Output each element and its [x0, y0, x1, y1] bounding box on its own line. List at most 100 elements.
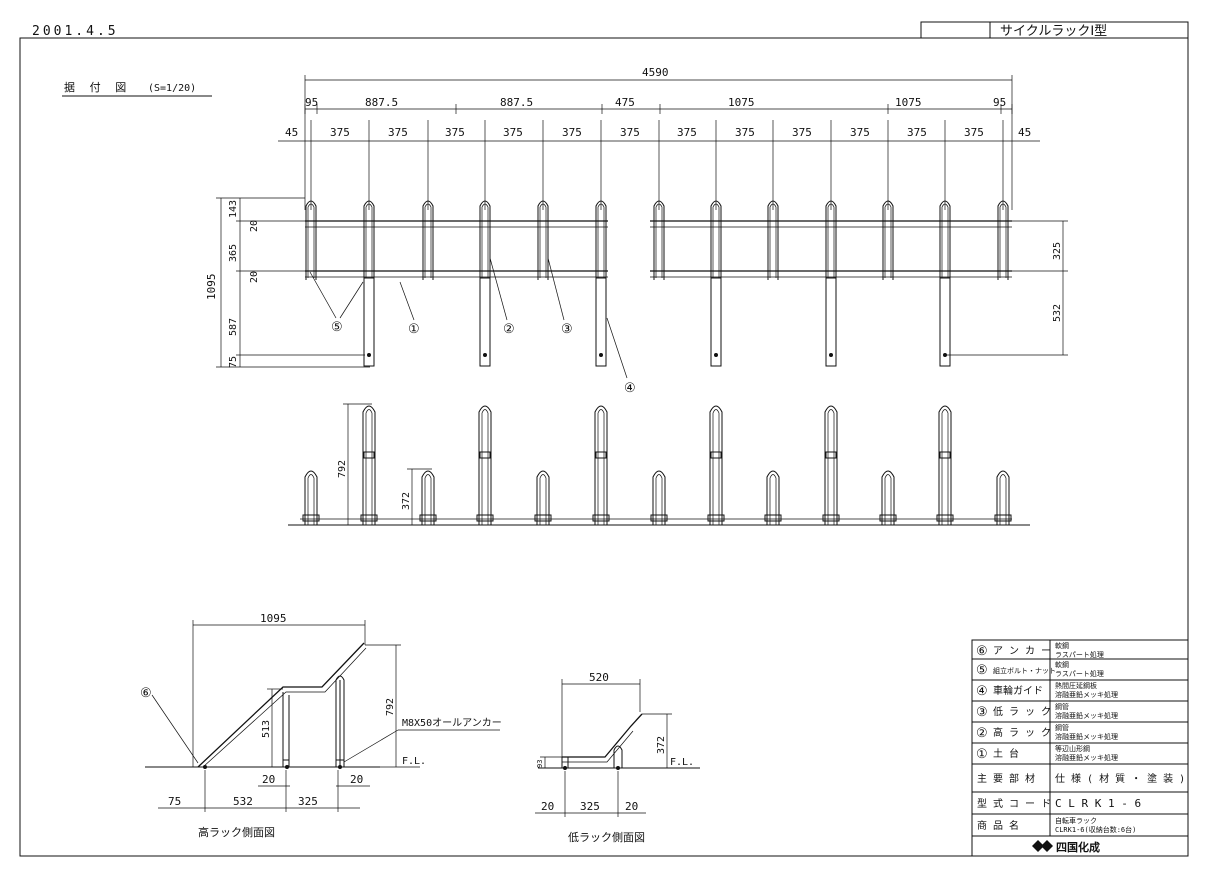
- dim-high-75: 75: [168, 795, 181, 808]
- part-name: 組立ボルト・ナット: [993, 666, 1056, 675]
- dim-low-325: 325: [580, 800, 600, 813]
- company-name: 四国化成: [1056, 840, 1100, 854]
- front-rack-9: [764, 470, 782, 525]
- dim-span-4: 475: [615, 96, 635, 109]
- low-rack-side-view: 520 372 93 F.L. 20 325 20 低ラック側面図: [535, 671, 700, 844]
- dim-left-143: 143: [228, 200, 239, 218]
- dim-span-3: 887.5: [500, 96, 533, 109]
- part-row-4: ③ 低 ラ ッ ク鋼管溶融亜鉛メッキ処理: [976, 702, 1118, 720]
- dim-pitch-1: 45: [285, 126, 298, 139]
- plan-label: 据 付 図: [64, 80, 130, 94]
- dim-high-513: 513: [261, 720, 272, 738]
- part-spec-finish: ラスパート処理: [1055, 650, 1104, 659]
- part-spec-material: 軟鋼: [1055, 660, 1069, 669]
- name-value-2: CLRK1-6(収納台数:6台): [1055, 825, 1136, 834]
- part-name: 高 ラ ッ ク: [993, 726, 1051, 739]
- dim-pitch-8: 375: [677, 126, 697, 139]
- plan-rack-11: [882, 200, 894, 280]
- dim-high-532: 532: [233, 795, 253, 808]
- plan-rack-3: [422, 200, 434, 280]
- company-logo: 四国化成: [1032, 840, 1100, 854]
- plan-rack-12: [939, 200, 951, 367]
- part-name: 土 台: [993, 747, 1019, 760]
- callout-1: ①: [408, 322, 420, 337]
- dim-span-6: 1075: [895, 96, 922, 109]
- front-view: 792 372: [288, 403, 1030, 526]
- drawing-title: サイクルラックⅠ型: [1000, 24, 1107, 39]
- front-rack-4: [476, 405, 494, 525]
- front-rack-12: [936, 405, 954, 525]
- plan-rack-13: [997, 200, 1009, 280]
- plan-rack-5: [537, 200, 549, 280]
- dim-span-7: 95: [993, 96, 1006, 109]
- part-spec-material: 等辺山形鋼: [1055, 744, 1090, 753]
- part-spec-material: 鋼管: [1055, 702, 1069, 711]
- dim-high-792: 792: [385, 698, 396, 716]
- part-number: ⑤: [976, 663, 988, 678]
- dim-left-587: 587: [228, 318, 239, 336]
- high-rack-side-view: 1095 792 513 75 532 325 20 20 M8X50オールアン…: [140, 612, 502, 839]
- dim-front-792: 792: [337, 460, 348, 478]
- dim-right-325: 325: [1052, 242, 1063, 260]
- front-rack-2: [360, 405, 378, 525]
- part-spec-finish: 溶融亜鉛メッキ処理: [1055, 690, 1118, 699]
- front-rack-3: [419, 470, 437, 525]
- dim-left-365: 365: [228, 244, 239, 262]
- dim-pitch-3: 375: [388, 126, 408, 139]
- name-value-1: 自転車ラック: [1055, 816, 1097, 825]
- low-caption: 低ラック側面図: [568, 831, 645, 844]
- plan-rack-2: [363, 200, 375, 367]
- title-box: [920, 21, 1189, 39]
- plan-rack-7: [653, 200, 665, 280]
- name-label: 商 品 名: [977, 819, 1019, 832]
- anchor-label: M8X50オールアンカー: [402, 717, 502, 729]
- dim-span-5: 1075: [728, 96, 755, 109]
- dim-right-532: 532: [1052, 304, 1063, 322]
- part-number: ①: [976, 747, 988, 762]
- front-rack-6: [592, 405, 610, 525]
- dim-high-20b: 20: [350, 773, 363, 786]
- part-number: ③: [976, 705, 988, 720]
- dim-high-1095: 1095: [260, 612, 287, 625]
- dim-high-325: 325: [298, 795, 318, 808]
- front-rack-5: [534, 470, 552, 525]
- part-spec-finish: 溶融亜鉛メッキ処理: [1055, 753, 1118, 762]
- dim-pitch-5: 375: [503, 126, 523, 139]
- part-spec-material: 熱間圧延鋼板: [1055, 681, 1097, 690]
- callout-3: ③: [561, 322, 573, 337]
- dim-total: 4590: [642, 66, 669, 79]
- low-fl-label: F.L.: [670, 757, 694, 768]
- dim-pitch-6: 375: [562, 126, 582, 139]
- part-spec-finish: 溶融亜鉛メッキ処理: [1055, 732, 1118, 741]
- dim-pitch-7: 375: [620, 126, 640, 139]
- dim-pitch-4: 375: [445, 126, 465, 139]
- dim-pitch-10: 375: [792, 126, 812, 139]
- part-spec-finish: 溶融亜鉛メッキ処理: [1055, 711, 1118, 720]
- dim-left-20b: 20: [249, 271, 260, 283]
- dim-pitch-2: 375: [330, 126, 350, 139]
- dim-high-20a: 20: [262, 773, 275, 786]
- high-fl-label: F.L.: [402, 756, 426, 767]
- dim-front-372: 372: [401, 492, 412, 510]
- front-rack-11: [879, 470, 897, 525]
- dim-pitch-13: 375: [964, 126, 984, 139]
- part-name: 低 ラ ッ ク: [993, 705, 1051, 718]
- code-value: C L R K 1 - 6: [1055, 797, 1141, 810]
- table-header-spec: 仕 様 ( 材 質 ・ 塗 装 ): [1055, 772, 1185, 785]
- part-spec-material: 軟鋼: [1055, 641, 1069, 650]
- plan-rack-9: [767, 200, 779, 280]
- plan-rack-1: [305, 200, 317, 280]
- callout-5: ⑤: [331, 320, 343, 335]
- dim-span-1: 95: [305, 96, 318, 109]
- front-rack-13: [994, 470, 1012, 525]
- part-number: ⑥: [976, 644, 988, 659]
- part-name: 車輪ガイド: [993, 684, 1043, 697]
- sheet-border: [19, 37, 1189, 857]
- part-spec-finish: ラスパート処理: [1055, 669, 1104, 678]
